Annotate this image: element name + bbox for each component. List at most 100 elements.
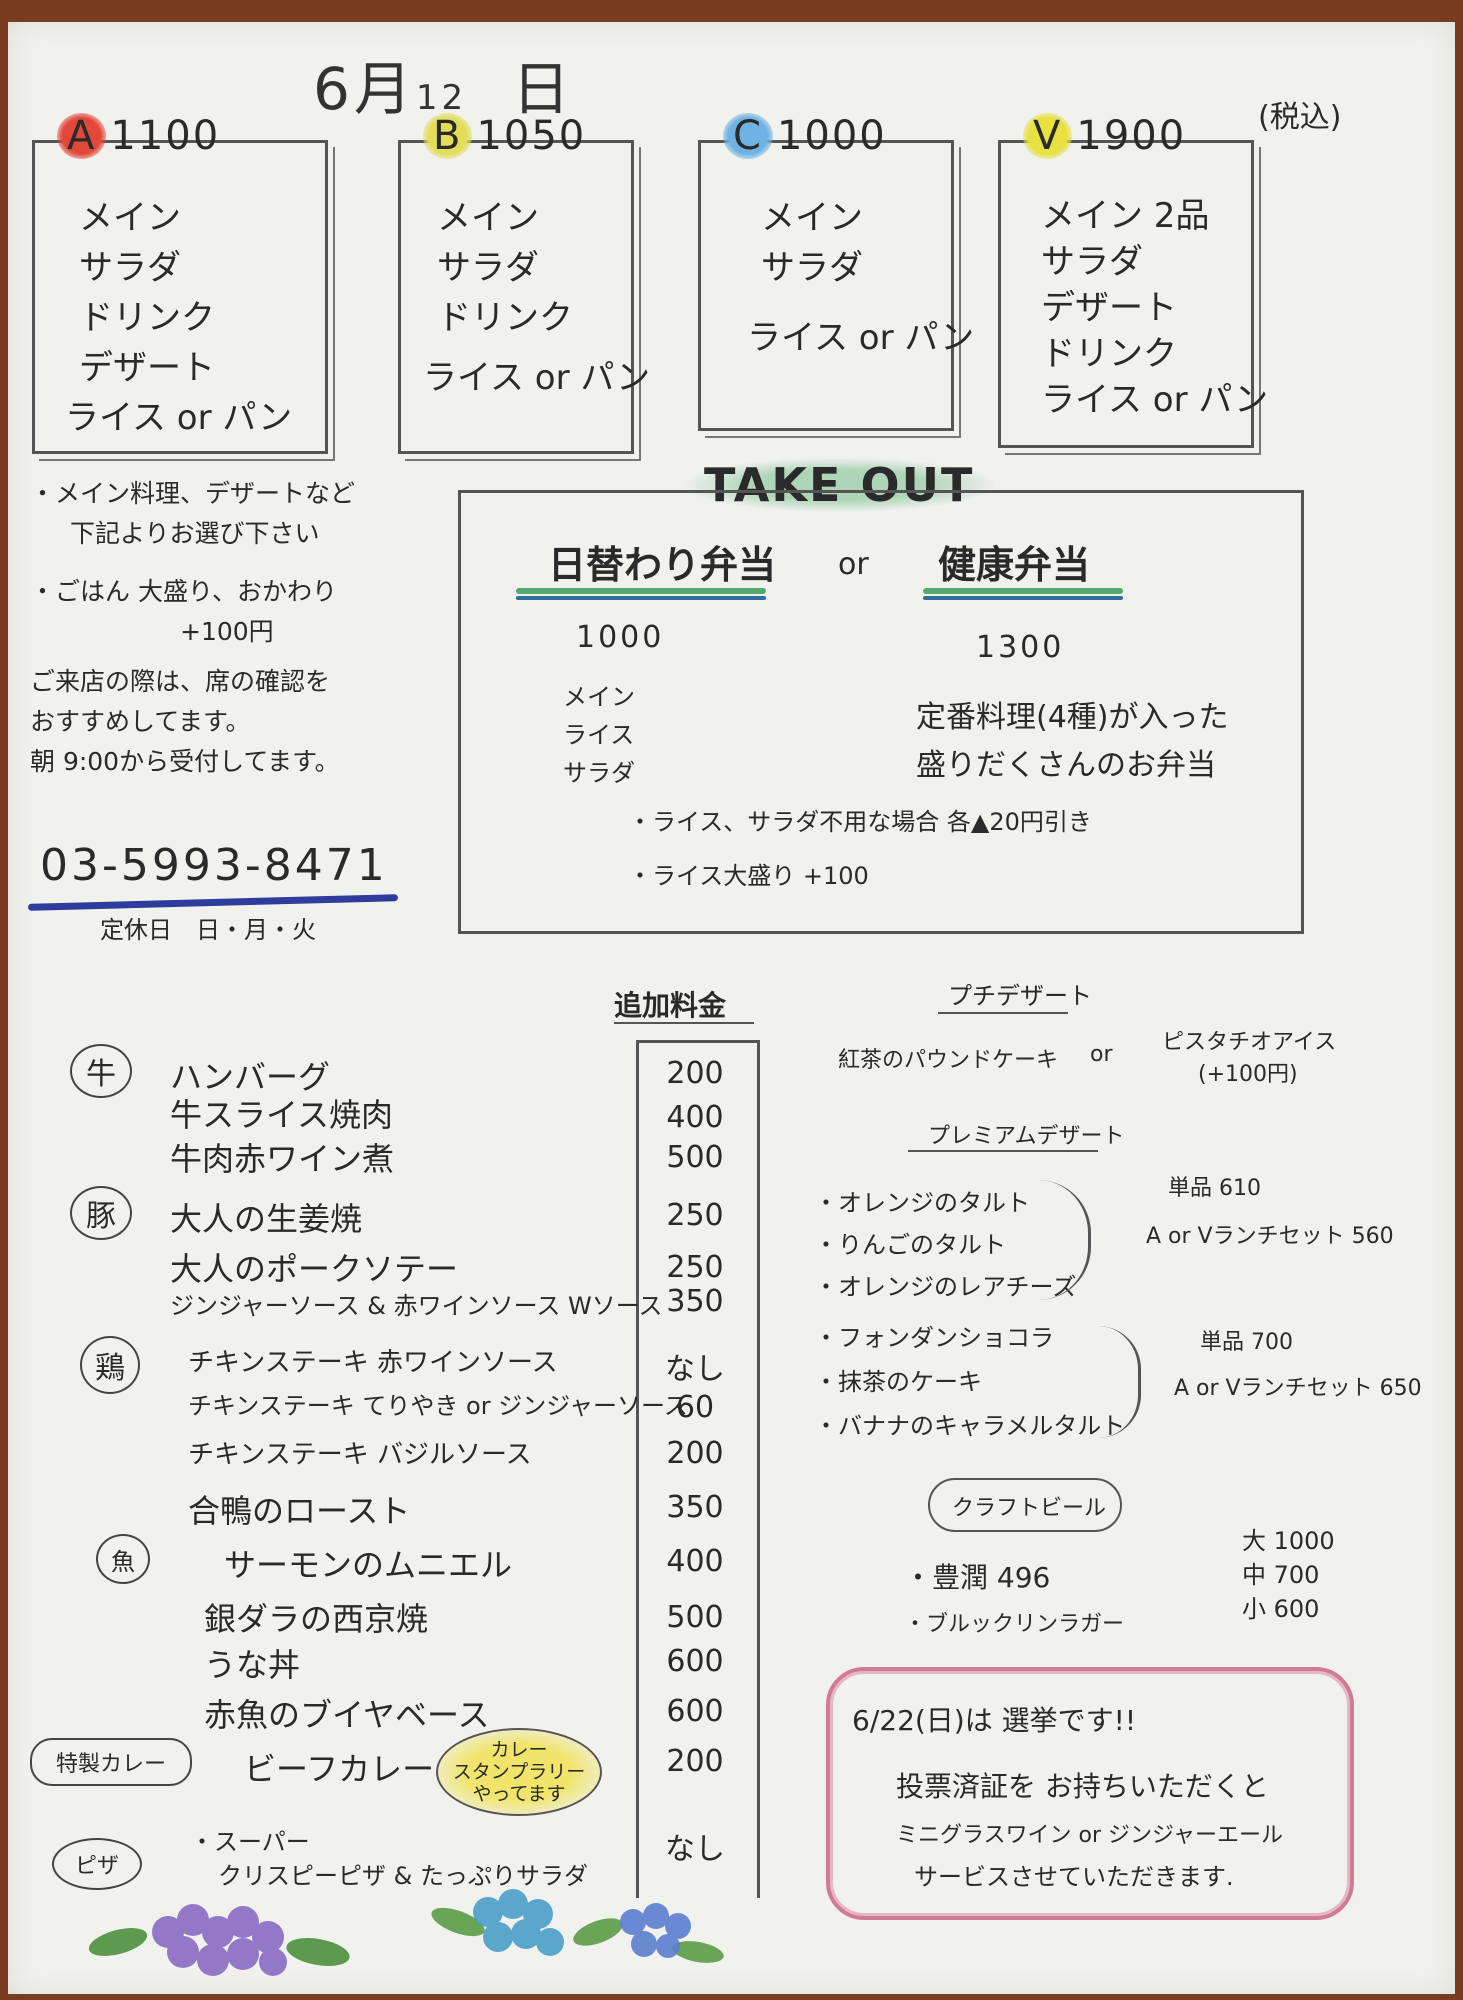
extra-item: チキンステーキ てりやき or ジンジャーソース (188, 1392, 688, 1420)
takeout-health-desc: 定番料理(4種)が入った 盛りだくさんのお弁当 (916, 694, 1229, 790)
petit-title-underline (938, 1012, 1068, 1014)
extra-item: 大人の生姜焼 (170, 1200, 363, 1238)
note-line: ・ごはん 大盛り、おかわり (30, 577, 337, 606)
category-pork-icon: 豚 (70, 1186, 132, 1240)
set-a-letter: A (57, 113, 107, 159)
extra-item: チキンステーキ バジルソース (188, 1440, 532, 1470)
hydrangea-blue-icon (473, 1889, 564, 1956)
takeout-item: ライス (563, 721, 635, 749)
takeout-title: TAKE OUT (684, 458, 995, 512)
extra-price-column (636, 1040, 760, 1898)
craft-beer-title: クラフトビール (952, 1496, 1107, 1521)
petit-item-2: ピスタチオアイス (1162, 1030, 1337, 1055)
notes-block: ・メイン料理、デザートなど 下記よりお選び下さい ・ごはん 大盛り、おかわり +… (30, 474, 355, 782)
craft-beer-sizes: 大 1000 中 700 小 600 (1242, 1524, 1335, 1626)
extra-item: ジンジャーソース & 赤ワインソース Wソース (170, 1292, 663, 1320)
hydrangea-blue-small-icon (620, 1903, 691, 1958)
set-b-items: メインサラダドリンクライス or パン (423, 193, 650, 403)
extra-item: ビーフカレー (244, 1750, 435, 1788)
phone-number: 03-5993-8471 (40, 840, 388, 891)
extra-item: 牛スライス焼肉 (170, 1096, 394, 1134)
note-line: +100円 (180, 617, 274, 646)
election-line-1: 6/22(日)は 選挙です!! (852, 1704, 1137, 1737)
phone-underline (27, 894, 399, 911)
petit-dessert-title: プチデザート (948, 982, 1092, 1010)
extra-item: ・スーパー (190, 1828, 310, 1856)
petit-item-1: 紅茶のパウンドケーキ (838, 1048, 1059, 1073)
set-v-item: ドリンク (1041, 334, 1177, 374)
takeout-underline-green (516, 588, 766, 594)
extra-item: 赤魚のブイヤベース (204, 1696, 490, 1734)
takeout-bullet-1: ・ライス、サラダ不用な場合 各▲20円引き (628, 808, 1092, 836)
extra-price: 500 (666, 1140, 724, 1175)
extra-price: 600 (666, 1694, 724, 1729)
premium-item: ・オレンジのレアチーズ (814, 1273, 1077, 1301)
set-b-item: ライス or パン (423, 358, 651, 398)
note-line: 朝 9:00から受付してます。 (30, 747, 340, 776)
premium-group-2-single: 単品 700 (1200, 1330, 1293, 1355)
extra-item: うな丼 (204, 1646, 301, 1684)
curry-badge-line: やってます (472, 1783, 566, 1805)
extra-price: 250 (666, 1198, 724, 1233)
set-v-item: デザート (1041, 288, 1177, 328)
premium-group-1-set: A or Vランチセット 560 (1146, 1224, 1394, 1249)
premium-group-1-single: 単品 610 (1168, 1176, 1261, 1201)
election-line-3: ミニグラスワイン or ジンジャーエール (896, 1823, 1283, 1848)
curry-badge-line: スタンプラリー (452, 1761, 586, 1783)
extra-price: 250 (666, 1250, 724, 1285)
craft-beer-item-2: ・ブルックリンラガー (904, 1612, 1125, 1637)
extra-item: 合鴨のロースト (188, 1492, 411, 1530)
beer-size: 小 600 (1242, 1595, 1320, 1623)
closed-days: 定休日 日・月・火 (100, 916, 316, 944)
beer-size: 大 1000 (1242, 1527, 1335, 1555)
election-line-2: 投票済証を お持ちいただくと (896, 1770, 1269, 1803)
menu-date: 6月12 日 (313, 42, 574, 126)
premium-bracket-1 (1038, 1180, 1091, 1300)
takeout-underline-blue (516, 596, 766, 600)
takeout-desc: 定番料理(4種)が入った (916, 700, 1229, 735)
extra-price: 60 (675, 1390, 715, 1425)
set-a-item: デザート (79, 348, 215, 388)
extra-price: 500 (666, 1600, 724, 1635)
premium-item: ・バナナのキャラメルタルト (814, 1412, 1126, 1440)
extra-item: 銀ダラの西京焼 (204, 1600, 429, 1638)
set-b-item: ドリンク (437, 298, 573, 338)
extra-title-underline (614, 1022, 754, 1024)
beer-size: 中 700 (1242, 1561, 1320, 1589)
takeout-box (458, 490, 1304, 934)
takeout-bullet-2: ・ライス大盛り +100 (628, 862, 869, 890)
takeout-bento-health: 健康弁当 (938, 543, 1091, 587)
extra-price: なし (665, 1832, 725, 1867)
takeout-item: メイン (563, 683, 635, 711)
craft-beer-cloud (928, 1478, 1122, 1532)
category-fish-icon: 魚 (96, 1534, 150, 1584)
extra-price: なし (665, 1352, 725, 1387)
takeout-desc: 盛りだくさんのお弁当 (916, 748, 1216, 783)
set-c-item: メイン (761, 198, 863, 238)
set-a-price: 1100 (110, 113, 221, 159)
set-a-item: ライス or パン (65, 398, 293, 438)
leaf-icon (88, 1907, 724, 1966)
extra-price: 200 (666, 1744, 724, 1779)
tax-note: (税込) (1258, 100, 1342, 135)
takeout-price-health: 1300 (976, 630, 1065, 665)
set-b-price: 1050 (476, 113, 587, 159)
extra-item: 大人のポークソテー (170, 1250, 459, 1288)
takeout-underline-green-2 (923, 588, 1123, 594)
extra-item: ハンバーグ (170, 1058, 331, 1096)
date-month: 6月 (313, 55, 416, 123)
date-suffix: 日 (512, 55, 575, 123)
premium-group-2-set: A or Vランチセット 650 (1174, 1376, 1422, 1401)
set-b-item: サラダ (437, 248, 539, 288)
takeout-item: サラダ (563, 759, 635, 787)
category-chicken-icon: 鶏 (80, 1336, 140, 1394)
takeout-daily-items: メイン ライス サラダ (563, 678, 635, 792)
